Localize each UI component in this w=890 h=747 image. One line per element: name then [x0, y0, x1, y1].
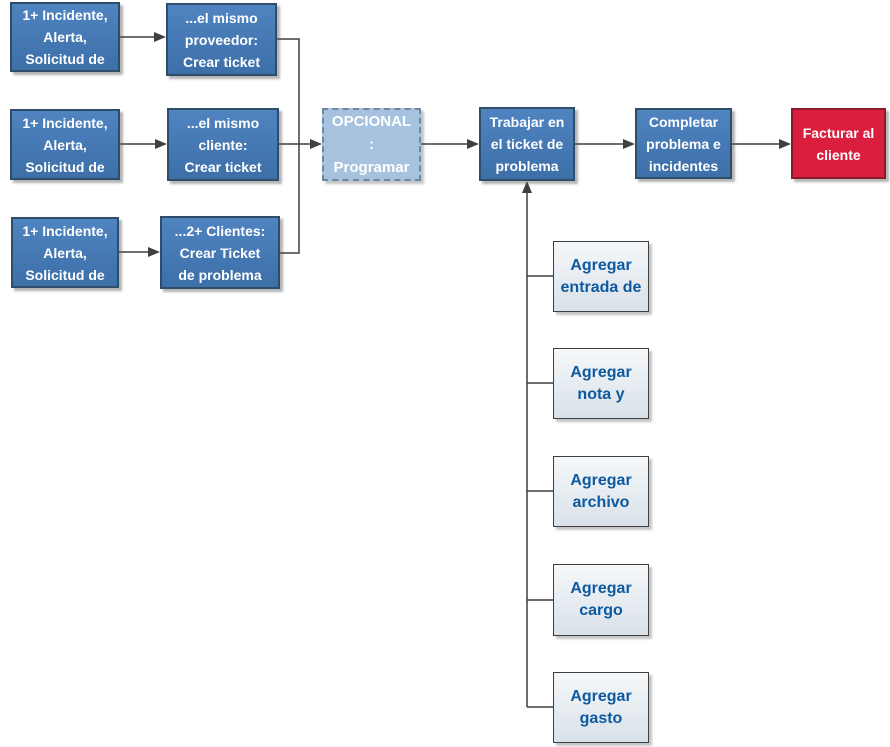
node-facturar-cliente: Facturar al cliente — [791, 108, 886, 179]
node-create-ticket-proveedor: ...el mismo proveedor: Crear ticket — [166, 3, 277, 76]
node-completar-problema-incidentes: Completar problema e incidentes — [635, 108, 732, 179]
node-source-incidents-middle: 1+ Incidente, Alerta, Solicitud de — [10, 109, 120, 180]
node-create-ticket-cliente: ...el mismo cliente: Crear ticket — [167, 108, 279, 181]
node-agregar-nota: Agregar nota y — [553, 348, 649, 419]
node-trabajar-ticket-problema: Trabajar en el ticket de problema — [479, 107, 575, 181]
node-create-problem-ticket: ...2+ Clientes: Crear Ticket de problema — [160, 216, 280, 289]
node-source-incidents-top: 1+ Incidente, Alerta, Solicitud de — [10, 2, 120, 72]
node-source-incidents-bottom: 1+ Incidente, Alerta, Solicitud de — [11, 217, 119, 288]
node-opcional-programar: OPCIONAL : Programar — [322, 108, 421, 181]
node-agregar-cargo: Agregar cargo — [553, 564, 649, 636]
connector-merge-elbow — [277, 38, 300, 254]
node-agregar-entrada: Agregar entrada de — [553, 241, 649, 312]
node-agregar-archivo: Agregar archivo — [553, 456, 649, 527]
node-agregar-gasto: Agregar gasto — [553, 672, 649, 743]
